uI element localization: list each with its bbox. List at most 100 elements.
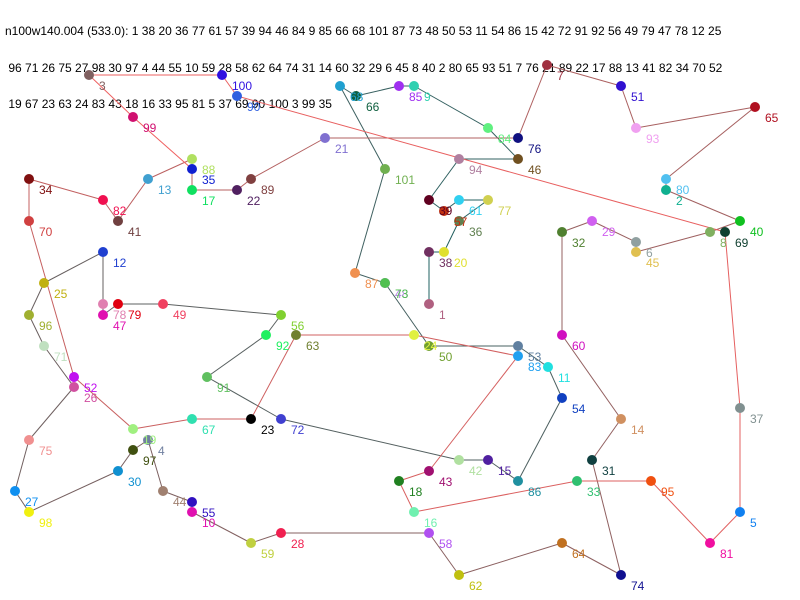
- tour-edge: [517, 397, 563, 482]
- node-label-17: 17: [202, 194, 216, 208]
- node-45: [631, 247, 641, 257]
- node-label-67: 67: [202, 423, 216, 437]
- tour-edge: [339, 85, 386, 170]
- tour-edge: [191, 511, 252, 544]
- tour-edge: [724, 231, 741, 409]
- node-label-75: 75: [39, 444, 53, 458]
- node-18: [394, 476, 404, 486]
- node-13: [143, 174, 153, 184]
- node-label-11: 11: [558, 371, 571, 385]
- node-label-23: 23: [261, 423, 275, 437]
- node-27: [10, 486, 20, 496]
- tour-edge: [132, 418, 193, 430]
- node-label-20: 20: [454, 256, 468, 270]
- tour-edge: [398, 470, 430, 482]
- node-9: [409, 81, 419, 91]
- node-label-36: 36: [469, 225, 483, 239]
- node-label-87: 87: [365, 277, 379, 291]
- node-31: [587, 455, 597, 465]
- node-label-5: 5: [750, 516, 757, 530]
- tour-edge: [28, 282, 45, 316]
- node-label-73: 73: [395, 287, 409, 301]
- node-label-56: 56: [291, 319, 305, 333]
- node-label-25: 25: [54, 287, 68, 301]
- tour-edge: [413, 480, 578, 513]
- node-label-71: 71: [54, 350, 68, 364]
- node-label-70: 70: [39, 225, 53, 239]
- tour-edge: [354, 272, 386, 284]
- node-label-52: 52: [84, 381, 98, 395]
- node-label-24: 24: [424, 339, 438, 353]
- node-35: [187, 164, 197, 174]
- tour-edge: [236, 95, 726, 233]
- node-2: [661, 185, 671, 195]
- node-1: [424, 299, 434, 309]
- node-58: [424, 528, 434, 538]
- tour-nodes: [10, 60, 760, 580]
- node-label-26: 26: [84, 391, 98, 405]
- tour-edge: [487, 459, 519, 482]
- node-label-101: 101: [395, 173, 415, 187]
- node-label-55: 55: [202, 506, 216, 520]
- tour-edge: [147, 158, 193, 180]
- node-label-10: 10: [202, 516, 216, 530]
- tour-edge: [413, 85, 489, 129]
- node-label-88: 88: [202, 163, 216, 177]
- tour-edge: [635, 106, 756, 129]
- tour-edge: [250, 532, 282, 544]
- node-49: [158, 299, 168, 309]
- node-83: [513, 351, 523, 361]
- node-51: [616, 81, 626, 91]
- node-42: [454, 455, 464, 465]
- tour-edge: [517, 64, 548, 139]
- node-label-28: 28: [291, 537, 305, 551]
- node-25: [39, 278, 49, 288]
- node-label-22: 22: [247, 194, 261, 208]
- node-40: [735, 216, 745, 226]
- node-86: [513, 476, 523, 486]
- node-label-66: 66: [366, 100, 380, 114]
- node-label-91: 91: [217, 381, 231, 395]
- node-28: [276, 528, 286, 538]
- tour-edge: [591, 220, 637, 243]
- tour-edge: [117, 178, 149, 222]
- node-54: [557, 393, 567, 403]
- node-65: [750, 102, 760, 112]
- tour-edge: [162, 303, 282, 316]
- node-43: [424, 466, 434, 476]
- node-92: [261, 330, 271, 340]
- node-label-33: 33: [587, 485, 601, 499]
- node-67: [187, 414, 197, 424]
- node-label-29: 29: [602, 225, 616, 239]
- node-90: [232, 91, 242, 101]
- node-21: [320, 133, 330, 143]
- node-label-58: 58: [439, 537, 453, 551]
- node-33: [572, 476, 582, 486]
- header-line-2: 96 71 26 75 27 98 30 97 4 44 55 10 59 28…: [5, 60, 723, 75]
- node-label-21: 21: [335, 142, 349, 156]
- tour-edge: [428, 158, 460, 201]
- node-30: [113, 466, 123, 476]
- node-label-76: 76: [528, 142, 542, 156]
- node-81: [705, 538, 715, 548]
- node-label-45: 45: [646, 256, 660, 270]
- node-label-2: 2: [676, 194, 683, 208]
- node-94: [454, 154, 464, 164]
- tour-edge: [384, 282, 430, 347]
- node-label-80: 80: [676, 183, 690, 197]
- tour-edge: [14, 439, 30, 492]
- node-label-35: 35: [202, 173, 216, 187]
- node-95: [646, 476, 656, 486]
- tour-edge: [665, 189, 741, 222]
- tour-edge: [561, 542, 622, 576]
- node-label-100: 100: [232, 79, 252, 93]
- node-4: [143, 435, 153, 445]
- tour-edge: [28, 386, 75, 441]
- node-75: [24, 435, 34, 445]
- node-label-16: 16: [424, 516, 438, 530]
- tour-edge: [28, 178, 104, 201]
- node-44: [158, 486, 168, 496]
- node-63: [291, 330, 301, 340]
- node-68: [335, 81, 345, 91]
- node-7: [542, 60, 552, 70]
